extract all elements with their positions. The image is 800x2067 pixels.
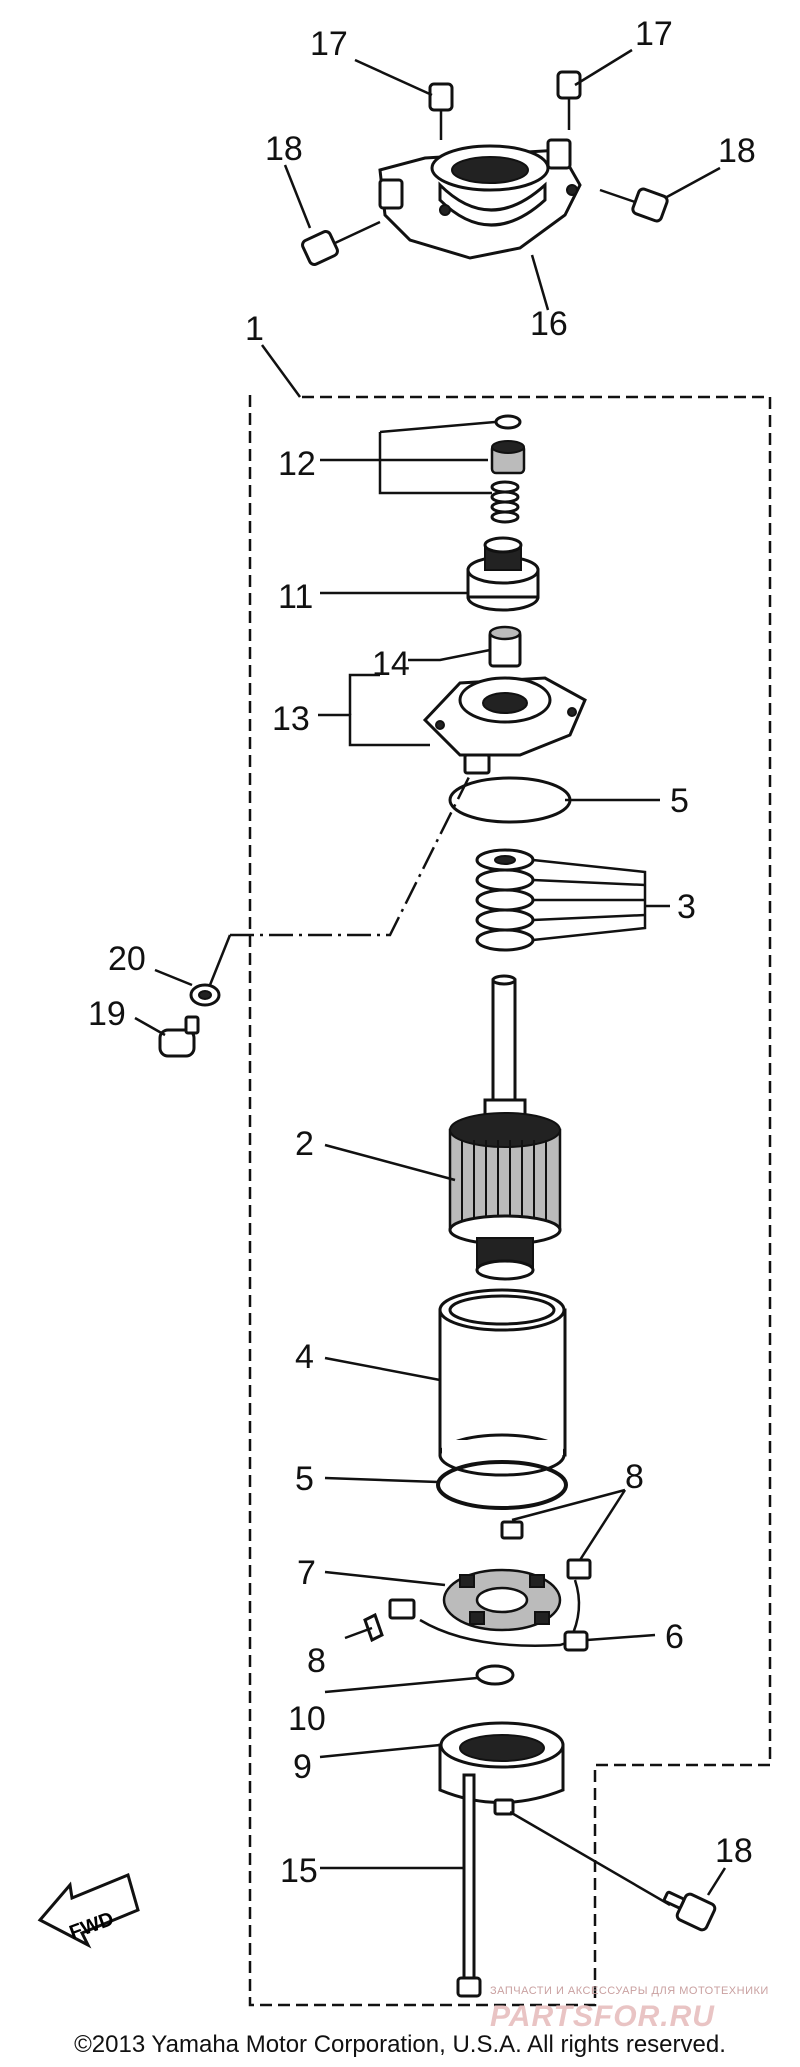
label-20: 20: [108, 940, 146, 978]
brush-holder: [442, 1568, 562, 1632]
label-14: 14: [372, 645, 410, 683]
label-18-bottom: 18: [715, 1832, 753, 1870]
label-16: 16: [530, 305, 568, 343]
washer-20: [189, 983, 221, 1007]
brush-a: [500, 1520, 524, 1540]
front-bracket: [422, 676, 587, 775]
label-18-left: 18: [265, 130, 303, 168]
label-10: 10: [288, 1700, 326, 1738]
label-17-left: 17: [310, 25, 348, 63]
label-5-bottom: 5: [295, 1460, 314, 1498]
bolt-18-left: [301, 220, 381, 266]
label-19: 19: [88, 995, 126, 1033]
brush-b: [566, 1558, 592, 1580]
label-18-right: 18: [718, 132, 756, 170]
leader-lines: [134, 48, 727, 1907]
brush-c: [388, 1598, 416, 1620]
label-6: 6: [665, 1618, 684, 1656]
o-ring-top: [448, 776, 572, 824]
assembly-boundary: [248, 395, 772, 2007]
washer-stack: [475, 848, 535, 952]
label-4: 4: [295, 1338, 314, 1376]
bolt-18-right: [599, 187, 669, 223]
brush-spring: [363, 1612, 384, 1643]
label-15: 15: [280, 1852, 318, 1890]
bolt-18-bottom: [662, 1890, 717, 1932]
label-13: 13: [272, 700, 310, 738]
washer-10: [475, 1664, 515, 1686]
through-bolt: [456, 1773, 482, 1998]
screw-19: [158, 1015, 200, 1058]
armature: [448, 974, 562, 1281]
part-14-bushing: [488, 625, 522, 668]
label-1: 1: [245, 310, 264, 348]
label-11: 11: [278, 578, 313, 616]
rear-cover: [438, 1721, 565, 1816]
label-7: 7: [297, 1554, 316, 1592]
yoke-housing: [438, 1288, 567, 1477]
bolt-17-left: [428, 82, 454, 140]
bolt-17-right: [556, 70, 582, 130]
label-8-top: 8: [625, 1458, 644, 1496]
mounting-bracket: [378, 138, 582, 260]
label-12: 12: [278, 445, 316, 483]
fwd-arrow: [37, 1872, 140, 1949]
label-17-right: 17: [635, 15, 673, 53]
watermark-caption: ЗАПЧАСТИ И АКСЕССУАРЫ ДЛЯ МОТОТЕХНИКИ: [490, 1985, 769, 1997]
label-5-top: 5: [670, 782, 689, 820]
label-9: 9: [293, 1748, 312, 1786]
lead-wire: [419, 1579, 589, 1652]
watermark-logo: PARTSFOR.RU: [490, 2000, 715, 2033]
pinion-gear: [466, 536, 540, 612]
o-ring-bottom: [436, 1460, 568, 1510]
label-2: 2: [295, 1125, 314, 1163]
label-3: 3: [677, 888, 696, 926]
label-8-bottom: 8: [307, 1642, 326, 1680]
copyright-text: ©2013 Yamaha Motor Corporation, U.S.A. A…: [74, 2031, 726, 2058]
part-12-set: [490, 414, 526, 524]
